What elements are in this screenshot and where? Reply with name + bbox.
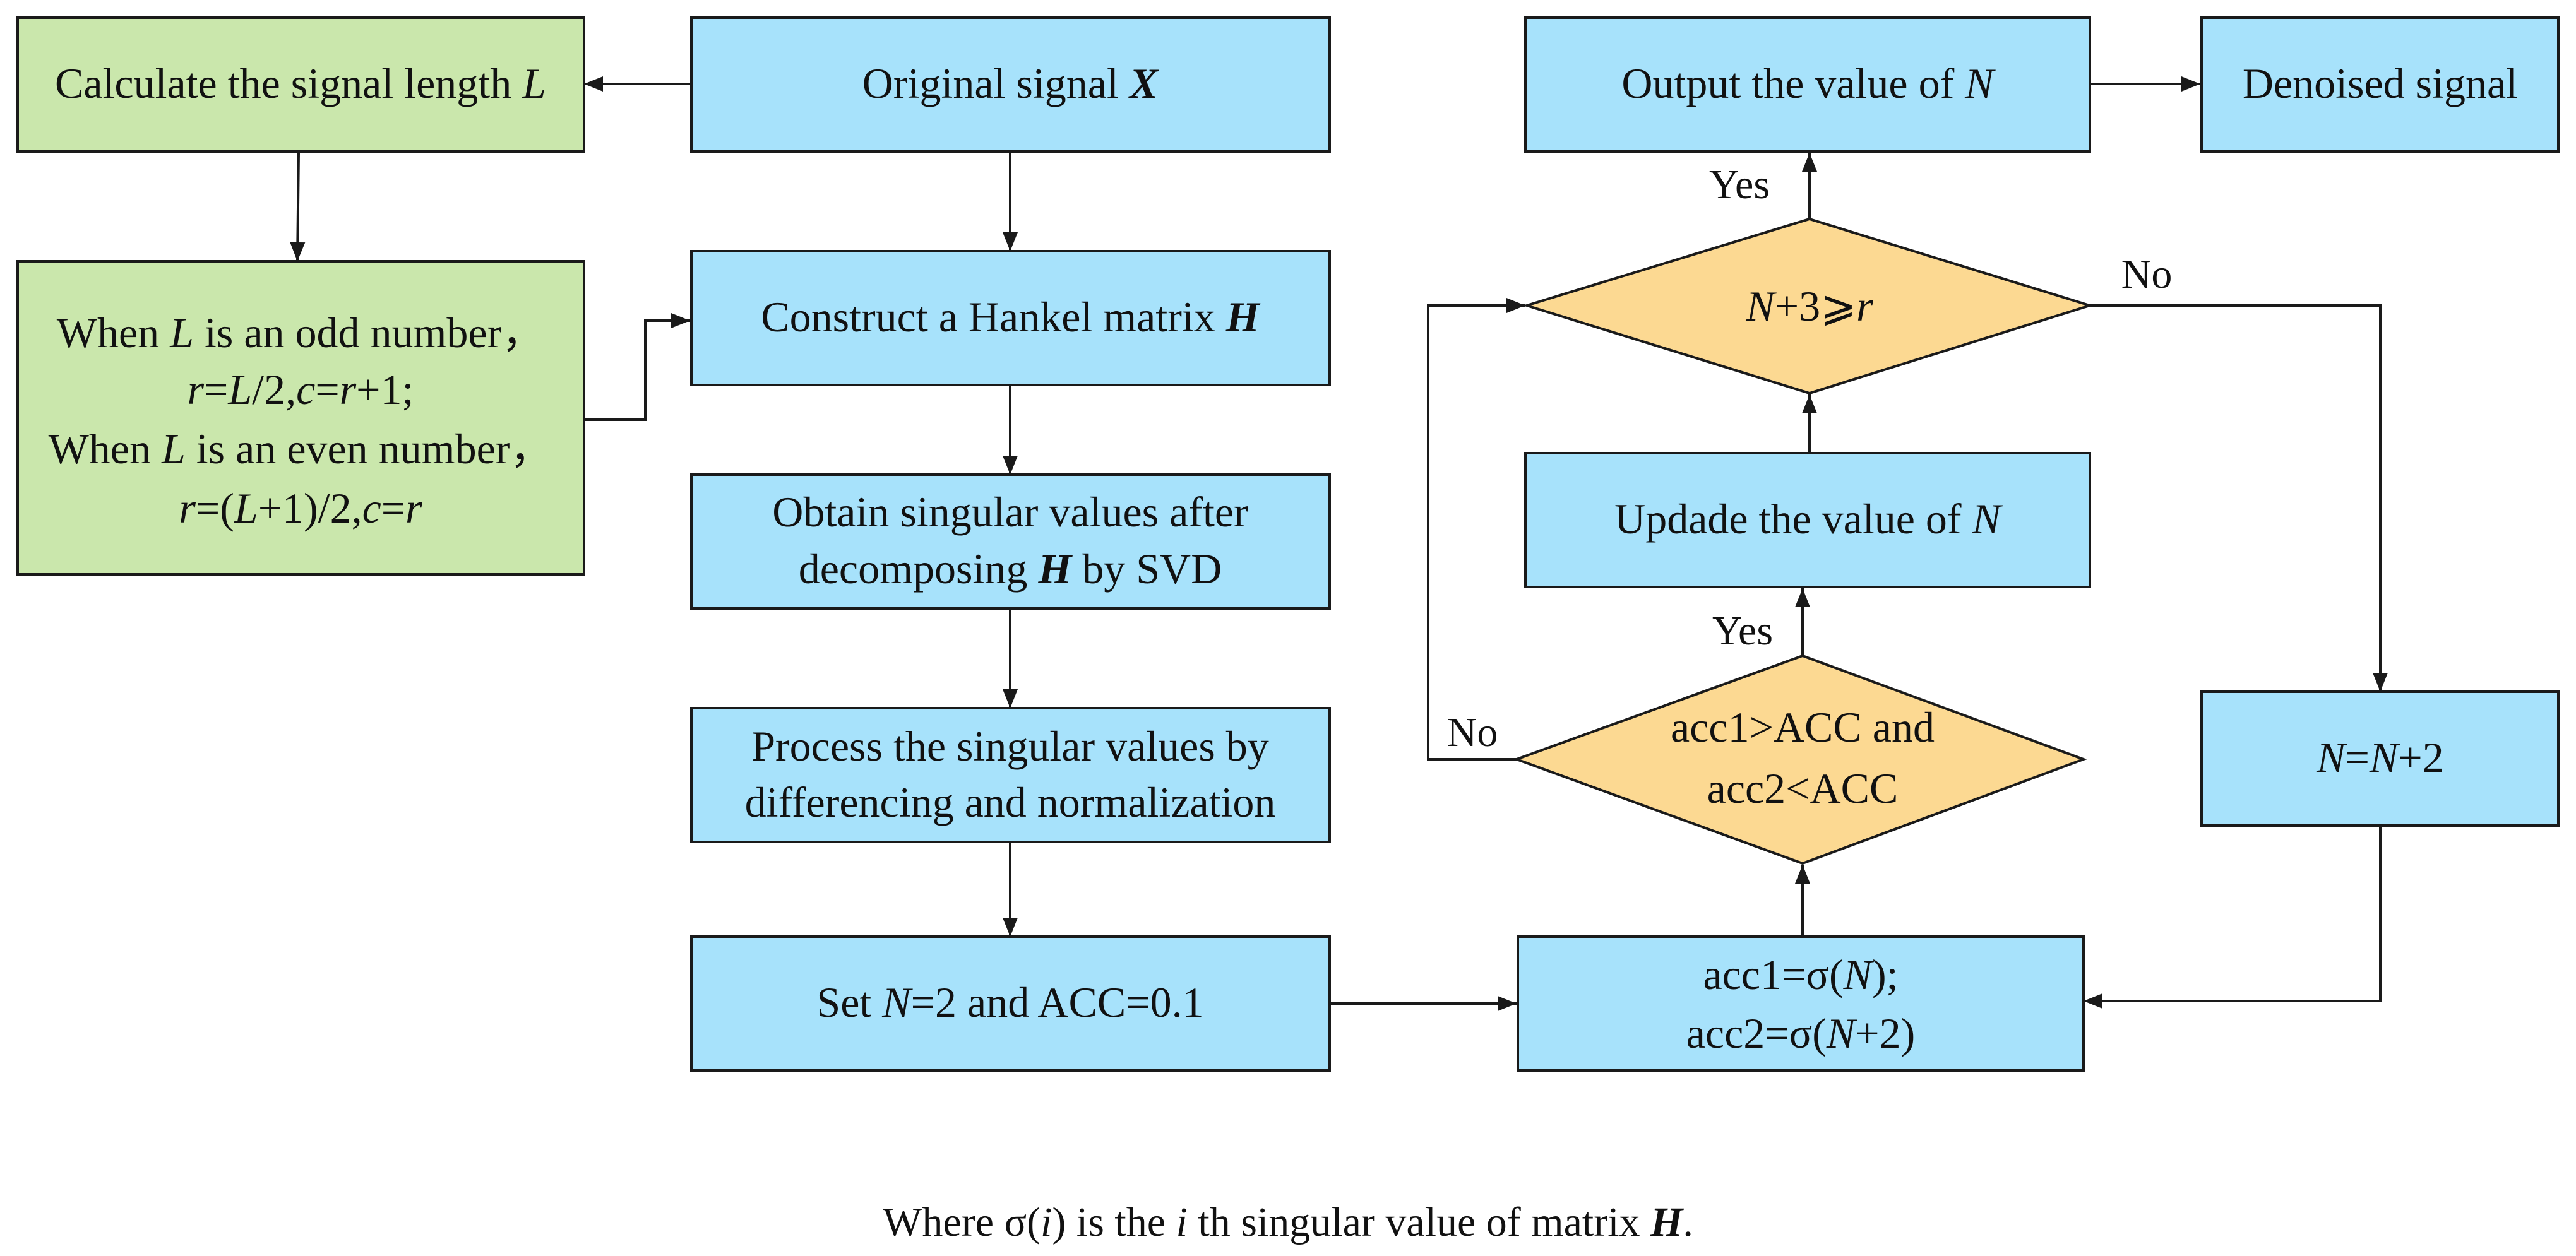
svg-text:Updade the value of N: Updade the value of N bbox=[1614, 495, 2003, 543]
edge-acc-check-no-to-n3-check bbox=[1427, 298, 1525, 761]
svg-text:Output the value of N: Output the value of N bbox=[1621, 59, 1996, 107]
node-acc-calc: acc1=σ(N); acc2=σ(N+2) bbox=[1517, 935, 2085, 1072]
node-set-n: Set N=2 and ACC=0.1 bbox=[690, 935, 1331, 1072]
edge-label-no-right: No bbox=[2121, 251, 2173, 297]
svg-text:Process the singular values by: Process the singular values by bbox=[751, 722, 1269, 770]
svg-text:When L is an odd number，: When L is an odd number， bbox=[57, 309, 544, 357]
edge-label-no-left: No bbox=[1447, 709, 1498, 755]
edge-odd-even-to-hankel bbox=[584, 313, 690, 421]
node-update-n: Updade the value of N bbox=[1524, 452, 2091, 588]
node-calc-length-text: Calculate the signal length bbox=[55, 59, 511, 107]
node-calc-length-var: L bbox=[522, 59, 546, 107]
svg-text:Construct a Hankel matrix H: Construct a Hankel matrix H bbox=[761, 293, 1260, 341]
svg-text:N=N+2: N=N+2 bbox=[2316, 733, 2443, 781]
node-svd: Obtain singular values after decomposing… bbox=[690, 473, 1331, 610]
svg-text:differencing and normalization: differencing and normalization bbox=[745, 778, 1276, 826]
edge-label-yes-top: Yes bbox=[1709, 162, 1770, 208]
svg-text:Original signal X: Original signal X bbox=[862, 59, 1159, 107]
svg-text:Set N=2 and ACC=0.1: Set N=2 and ACC=0.1 bbox=[816, 978, 1203, 1026]
svg-text:Calculate the signal length L: Calculate the signal length L bbox=[55, 59, 546, 107]
svg-text:Obtain singular values after: Obtain singular values after bbox=[772, 488, 1248, 536]
node-process: Process the singular values by differenc… bbox=[690, 707, 1331, 843]
svg-text:r=L/2,c=r+1;: r=L/2,c=r+1; bbox=[188, 365, 414, 413]
node-acc-check: acc1>ACC and acc2<ACC bbox=[1513, 654, 2087, 865]
edge-n-plus-2-to-acc-calc bbox=[2084, 827, 2382, 1009]
node-original-signal: Original signal X bbox=[690, 16, 1331, 153]
edge-label-yes-mid: Yes bbox=[1712, 608, 1773, 654]
caption: Where σ(i) is the i th singular value of… bbox=[883, 1199, 1693, 1245]
svg-text:acc1>ACC and: acc1>ACC and bbox=[1671, 703, 1935, 751]
svg-text:acc2=σ(N+2): acc2=σ(N+2) bbox=[1686, 1009, 1916, 1057]
svg-text:When L is an even number，: When L is an even number， bbox=[49, 425, 553, 473]
edge-calc-length-to-odd-even bbox=[290, 152, 306, 262]
svg-text:acc2<ACC: acc2<ACC bbox=[1707, 764, 1899, 812]
node-n-plus-2: N=N+2 bbox=[2200, 690, 2560, 827]
node-output-n: Output the value of N bbox=[1524, 16, 2091, 153]
svg-text:r=(L+1)/2,c=r: r=(L+1)/2,c=r bbox=[179, 484, 422, 532]
node-hankel: Construct a Hankel matrix H bbox=[690, 250, 1331, 386]
edge-n3-check-no-to-n-plus-2 bbox=[2090, 304, 2388, 692]
svg-text:Denoised signal: Denoised signal bbox=[2243, 59, 2518, 107]
svg-text:N+3⩾r: N+3⩾r bbox=[1745, 282, 1873, 330]
edges bbox=[290, 76, 2388, 1011]
node-odd-even: When L is an odd number， r=L/2,c=r+1; Wh… bbox=[16, 260, 585, 576]
svg-text:acc1=σ(N);: acc1=σ(N); bbox=[1703, 951, 1898, 998]
node-n3-check: N+3⩾r bbox=[1522, 217, 2094, 395]
svg-text:decomposing H by SVD: decomposing H by SVD bbox=[799, 545, 1222, 593]
node-calc-length: Calculate the signal length L bbox=[16, 16, 585, 153]
node-denoised: Denoised signal bbox=[2200, 16, 2560, 153]
